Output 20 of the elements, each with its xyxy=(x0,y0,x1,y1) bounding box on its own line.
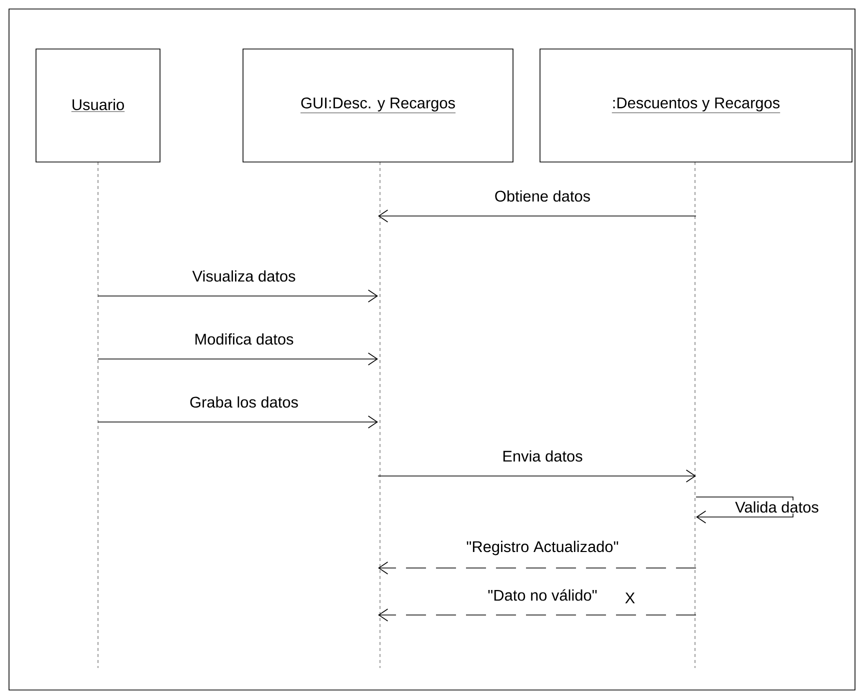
message-label: Visualiza datos xyxy=(191,269,297,283)
object-box: Usuario xyxy=(36,48,160,162)
message-label: "Dato no válido" xyxy=(486,588,598,602)
message-label: "Registro Actualizado" xyxy=(465,540,620,556)
message-label: Graba los datos xyxy=(188,395,300,409)
message-arrow xyxy=(696,496,794,524)
message-arrow xyxy=(378,608,696,622)
message-label: Modifica datos xyxy=(193,332,295,346)
object-box: GUI:Desc. y Recargos xyxy=(242,48,514,162)
message-label: Obtiene datos xyxy=(493,189,592,203)
message-label: Envia datos xyxy=(501,449,584,463)
destroy-mark: X xyxy=(625,592,635,604)
message-arrow xyxy=(98,416,378,428)
message-arrow xyxy=(378,210,696,222)
message-arrow xyxy=(98,352,378,366)
message-arrow xyxy=(378,470,696,482)
object-box: :Descuentos y Recargos xyxy=(540,48,852,162)
message-label: Valida datos xyxy=(734,500,820,514)
message-arrow xyxy=(378,562,696,574)
message-arrow xyxy=(98,290,378,302)
